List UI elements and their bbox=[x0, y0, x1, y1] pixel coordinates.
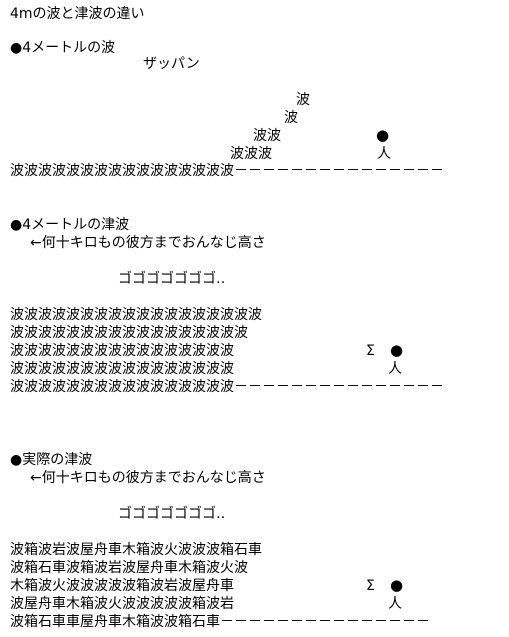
tsunami-row: 波波波波波波波波波波波波波波波波波 bbox=[10, 325, 248, 341]
tsunami-row: 波波波波波波波波波波波波波波波波波波 bbox=[10, 307, 262, 323]
tsunami-row: 波波波波波波波波波波波波波波波波－－－－－－－－－－－－－－－ bbox=[10, 379, 444, 395]
section2-note: ←何十キロもの彼方までおんなじ高さ bbox=[30, 235, 266, 251]
person-head-icon: ● bbox=[390, 576, 404, 594]
wave-ground-line: 波波波波波波波波波波波波波波波波－－－－－－－－－－－－－－－ bbox=[10, 163, 444, 179]
tsunami-row: 波波波波波波波波波波波波波波波波 bbox=[10, 343, 234, 359]
section2-heading: ●4メートルの津波 bbox=[10, 217, 130, 233]
section3-note: ←何十キロもの彼方までおんなじ高さ bbox=[30, 470, 266, 486]
person-head-icon: ● bbox=[390, 341, 404, 359]
sigma-surprise-mark: Σ bbox=[366, 343, 375, 359]
debris-row: 木箱波火波波波波波箱波岩波屋舟車 bbox=[10, 578, 234, 594]
section3-sound: ゴゴゴゴゴゴゴ‥ bbox=[118, 506, 226, 522]
section1-sound: ザッパン bbox=[143, 56, 200, 72]
section3-heading: ●実際の津波 bbox=[10, 452, 93, 468]
person-label: 人 bbox=[388, 596, 402, 612]
person-label: 人 bbox=[377, 146, 391, 162]
wave-crest-line-2: 波 bbox=[284, 110, 298, 126]
debris-row: 波箱波岩波屋舟車木箱波火波波波箱石車 bbox=[10, 542, 262, 558]
debris-row: 波箱石車車屋舟車木箱波波箱石車－－－－－－－－－－－－－－－ bbox=[10, 614, 430, 630]
section2-sound: ゴゴゴゴゴゴゴ‥ bbox=[118, 271, 226, 287]
section1-heading: ●4メートルの波 bbox=[10, 40, 116, 56]
wave-crest-line-3: 波波 bbox=[253, 128, 281, 144]
wave-crest-line-4: 波波波 bbox=[230, 146, 272, 162]
page-title: 4mの波と津波の違い bbox=[10, 6, 145, 22]
tsunami-row: 波波波波波波波波波波波波波波波波 bbox=[10, 361, 234, 377]
wave-crest-line-1: 波 bbox=[296, 92, 310, 108]
debris-row: 波箱石車波箱波岩波屋舟車木箱波火波 bbox=[10, 560, 248, 576]
person-head-icon: ● bbox=[376, 126, 390, 144]
debris-row: 波屋舟車木箱波火波波波波波箱波岩 bbox=[10, 596, 234, 612]
person-label: 人 bbox=[388, 361, 402, 377]
sigma-surprise-mark: Σ bbox=[366, 578, 375, 594]
